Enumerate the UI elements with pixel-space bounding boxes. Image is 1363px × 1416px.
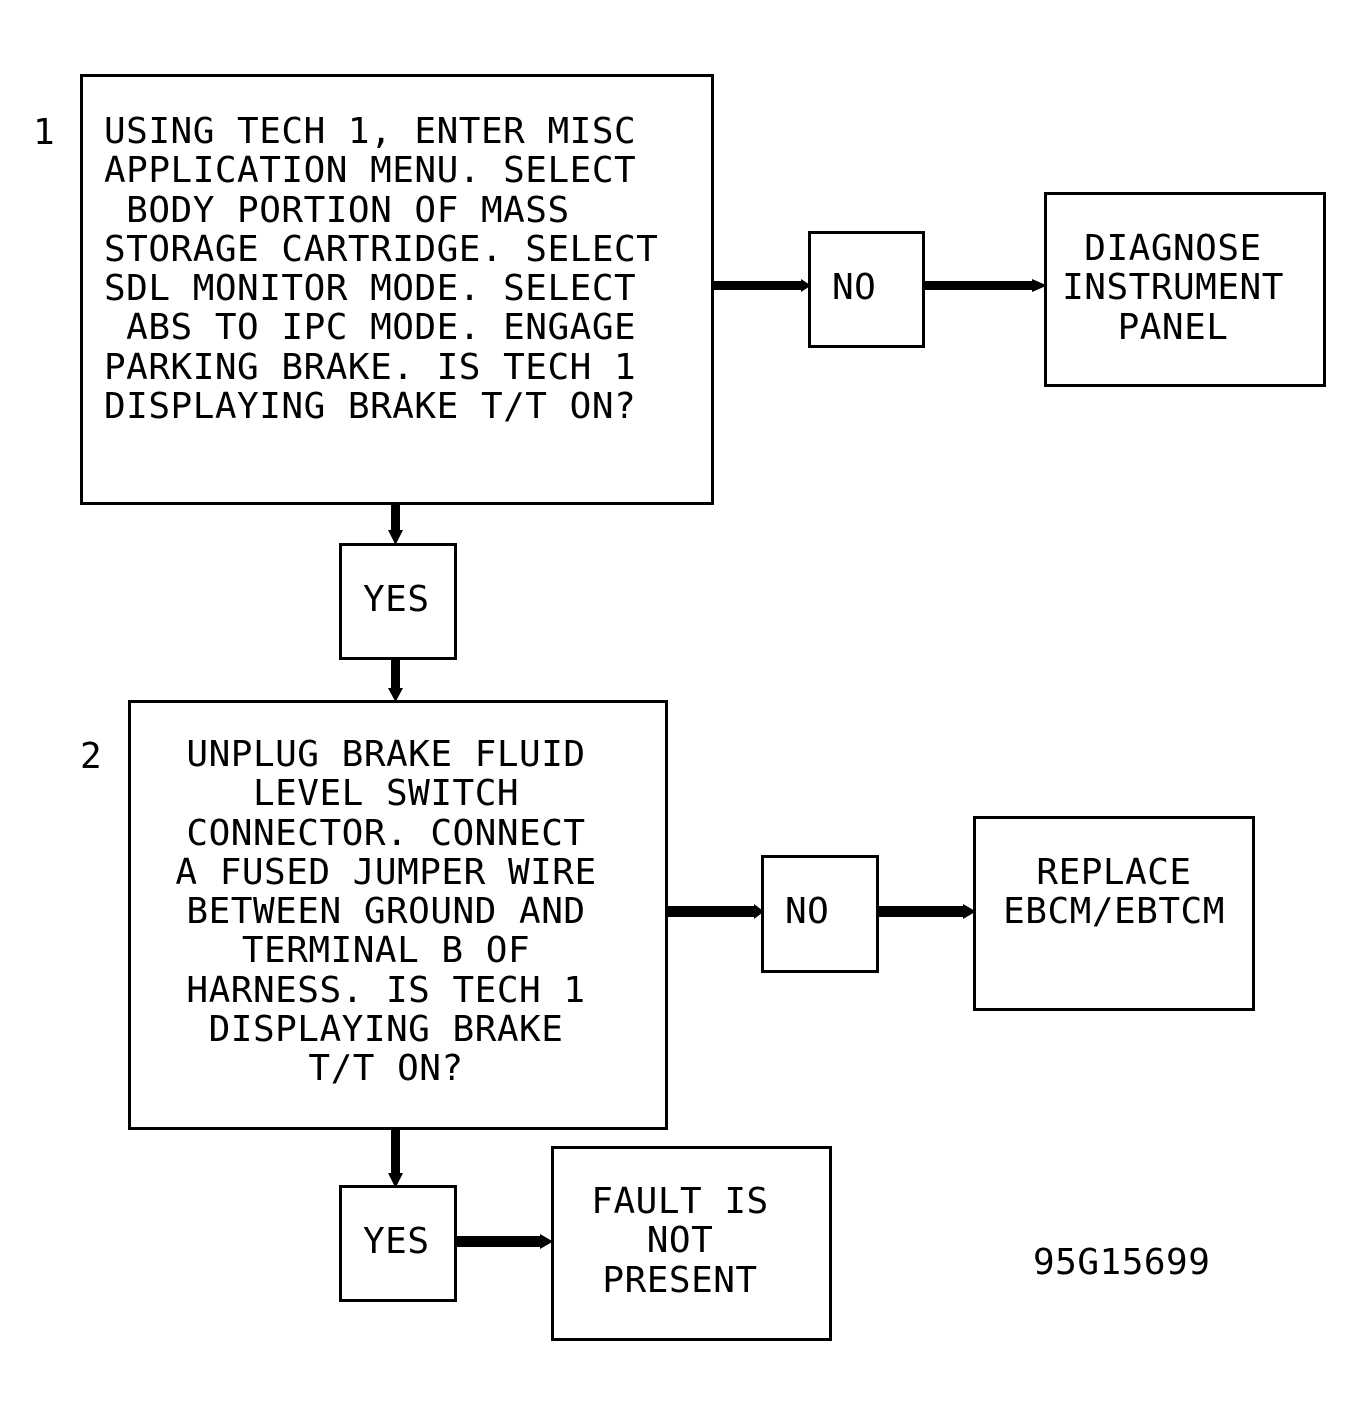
connector-step2-yes [391,1128,400,1176]
step-2-number: 2 [80,736,102,777]
step-2-no-label: NO [785,891,830,932]
replace-ebcm-text: REPLACE EBCM/EBTCM [1003,852,1225,933]
figure-id: 95G15699 [1033,1242,1211,1283]
step-1-no-label: NO [832,267,877,308]
fault-not-present-box [551,1146,832,1341]
connector-no-diagnose [924,281,1034,290]
arrowhead-step2-no [754,904,764,919]
arrowhead-step1-yes [388,530,403,545]
arrowhead-yes-fault [540,1234,553,1249]
step-1-no-box [808,231,925,348]
step-1-text: USING TECH 1, ENTER MISC APPLICATION MEN… [104,111,659,428]
step-1-yes-label: YES [363,579,430,620]
diagnose-instrument-panel-box [1044,192,1326,387]
connector-step2-no [666,906,756,917]
connector-yes-step2 [391,658,400,691]
diagnose-instrument-panel-text: DIAGNOSE INSTRUMENT PANEL [1062,228,1284,348]
connector-step1-no [713,281,803,290]
step-1-number: 1 [33,112,55,153]
arrowhead-step2-yes [388,1173,403,1188]
connector-yes-fault [455,1236,542,1247]
connector-no-replace [877,906,965,917]
replace-ebcm-box [973,816,1255,1011]
step-2-text: UNPLUG BRAKE FLUID LEVEL SWITCH CONNECTO… [175,734,597,1090]
step-2-yes-box [339,1185,457,1302]
step-2-box [128,700,668,1130]
arrowhead-step1-no [801,279,811,292]
arrowhead-yes-step2 [388,688,403,702]
step-1-box [80,74,714,505]
step-1-yes-box [339,543,457,660]
fault-not-present-text: FAULT IS NOT PRESENT [591,1181,769,1301]
step-2-yes-label: YES [363,1221,430,1262]
arrowhead-no-replace [963,904,976,919]
step-2-no-box [761,855,879,973]
arrowhead-no-diagnose [1032,279,1047,292]
connector-step1-yes [391,503,400,533]
